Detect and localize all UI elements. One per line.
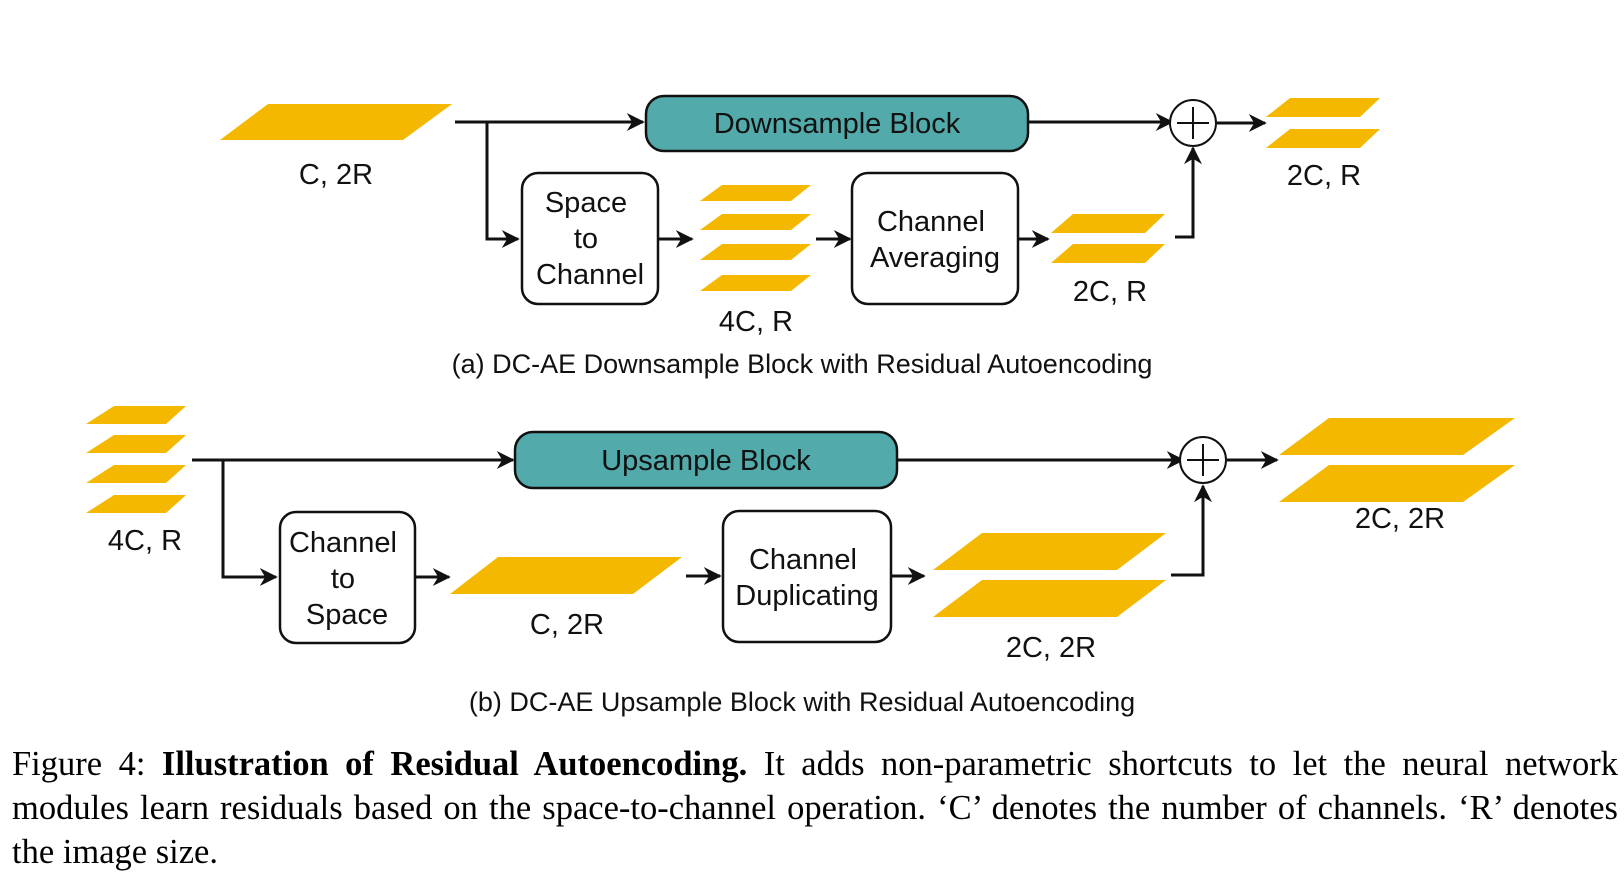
add-icon-a [1169, 99, 1217, 147]
upsample-block [513, 430, 899, 490]
branch-arrow-b [221, 460, 278, 586]
output-label-b: 2C, 2R [1355, 503, 1445, 535]
downsample-block [644, 94, 1030, 153]
mid-layer-a-2 [700, 214, 811, 230]
output-label-a: 2C, R [1287, 160, 1361, 192]
output-layer-a-2 [1266, 129, 1380, 148]
input-label-a: C, 2R [299, 159, 373, 191]
mid-label-a: 4C, R [719, 306, 793, 338]
channel-to-space-box [278, 510, 417, 645]
channel-averaging-box [850, 171, 1020, 306]
shortcut-to-add-arrow-b [1171, 484, 1212, 577]
output-layer-b-2 [1279, 465, 1515, 502]
channel-duplicating-label: Channel Duplicating [735, 544, 878, 612]
channel-averaging-label: Channel Averaging [870, 206, 1000, 274]
space-to-channel-box [520, 171, 660, 306]
mid-layer-a-1 [700, 185, 811, 201]
figure-caption: Figure 4: Illustration of Residual Autoe… [12, 742, 1618, 874]
branch-arrow-a [485, 122, 520, 248]
panel-b: 4C, R Upsample Block Channel to Space C,… [86, 406, 1515, 717]
caption-prefix: Figure 4: [12, 745, 162, 783]
space-to-channel-label: Space to Channel [536, 187, 644, 291]
input-layer-b-2 [86, 435, 186, 453]
shortcut-label-a: 2C, R [1073, 276, 1147, 308]
mid-layer-a-3 [700, 244, 811, 260]
input-feature-map-a [220, 104, 452, 140]
mid-layer-a-4 [700, 275, 811, 291]
caption-title: Illustration of Residual Autoencoding. [161, 745, 748, 783]
input-layer-b-4 [86, 495, 186, 513]
upsample-block-label: Upsample Block [601, 445, 811, 477]
input-label-b: 4C, R [108, 525, 182, 557]
shortcut-label-b: 2C, 2R [1006, 632, 1096, 664]
caption-body: It adds non-parametric shortcuts to let … [12, 745, 1618, 871]
subcaption-a: (a) DC-AE Downsample Block with Residual… [452, 349, 1153, 379]
shortcut-layer-b-1 [933, 533, 1166, 570]
downsample-block-label: Downsample Block [714, 108, 961, 140]
residual-autoencoding-diagram: C, 2R Downsample Block Space to Channel … [86, 94, 1515, 717]
mid-label-b: C, 2R [530, 609, 604, 641]
mid-layer-b [450, 557, 682, 594]
subcaption-b: (b) DC-AE Upsample Block with Residual A… [469, 687, 1135, 717]
channel-duplicating-box [721, 509, 893, 644]
add-icon-b [1179, 436, 1227, 484]
shortcut-layer-a-1 [1051, 214, 1165, 233]
channel-to-space-label: Channel to Space [289, 527, 405, 631]
shortcut-to-add-arrow-a [1175, 146, 1202, 239]
shortcut-layer-b-2 [933, 580, 1166, 617]
input-layer-b-1 [86, 406, 186, 424]
output-layer-a-1 [1266, 98, 1380, 117]
output-layer-b-1 [1279, 418, 1515, 455]
panel-a: C, 2R Downsample Block Space to Channel … [220, 94, 1380, 379]
shortcut-layer-a-2 [1051, 244, 1165, 263]
input-layer-b-3 [86, 465, 186, 483]
